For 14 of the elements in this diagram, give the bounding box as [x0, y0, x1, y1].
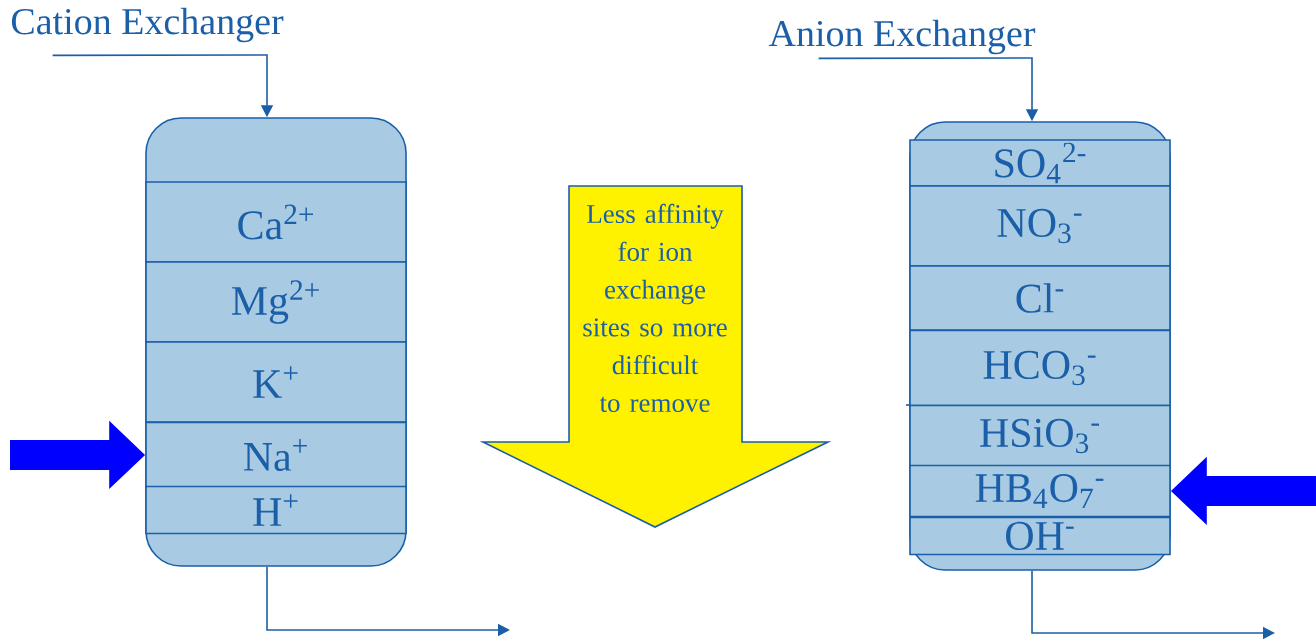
ion-layer: HSiO$_{3}$-	[909, 404, 1171, 468]
ion-layer: Na$^{+}$	[145, 421, 407, 489]
ion-layer: Cl$^{-}$	[909, 265, 1171, 331]
ion-layer: NO$_{3}$-	[909, 185, 1171, 267]
ion-layer: K$^{+}$	[145, 341, 407, 423]
ion-layer: OH$^{-}$	[909, 516, 1171, 556]
ion-layer: Mg$^{2+}$	[145, 261, 407, 343]
ion-layer: Ca$^{2+}$	[145, 181, 407, 263]
heading: Anion Exchanger	[768, 19, 1036, 55]
heading: Cation Exchanger	[11, 7, 284, 43]
ion-layer: H$^{+}$	[145, 485, 407, 535]
ion-layer: HB$_{4}$O$_{7}$-	[909, 464, 1171, 518]
ion-layer: SO$_{4}$2-	[909, 139, 1171, 187]
ion-layer: HCO$_{3}$-	[909, 329, 1171, 407]
